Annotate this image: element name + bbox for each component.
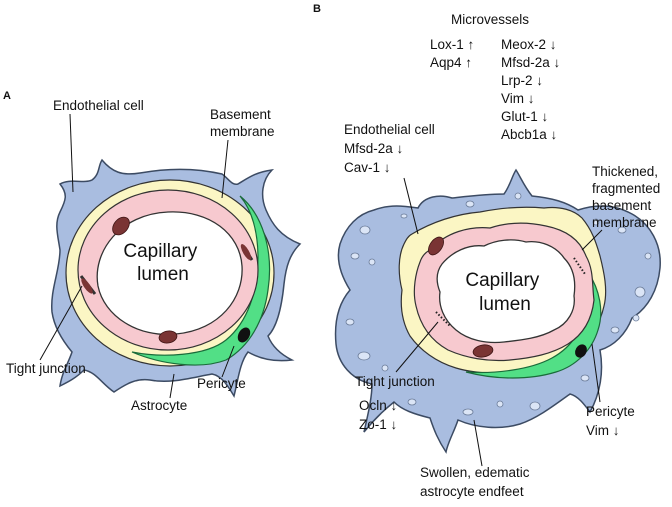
edema-spot: [644, 252, 652, 260]
panel-b-basement-membrane-pointer: [581, 229, 603, 251]
edema-spot: [529, 401, 541, 411]
edema-spot: [350, 252, 360, 260]
panel-a-pericyte: [131, 195, 271, 366]
edema-spot: [407, 398, 417, 406]
edema-spot: [381, 364, 389, 372]
panel-b-astrocyte-label: Swollen, edematic astrocyte endfeet: [420, 465, 533, 499]
panel-a-endothelial-cell-label: Endothelial cell: [53, 98, 144, 113]
panel-b-astrocyte-pointer: [473, 419, 483, 467]
panel-b-endothelial-nucleus: [428, 236, 444, 256]
edema-spot: [465, 200, 475, 208]
panel-b-endothelial-cell-label: Endothelial cell Mfsd-2a ↓ Cav-1 ↓: [344, 122, 439, 175]
edema-spot: [345, 318, 355, 326]
edema-spot: [610, 326, 620, 334]
edema-spot: [496, 400, 504, 408]
edema-spot: [580, 374, 590, 382]
panel-a-basement-membrane-pointer: [221, 139, 229, 199]
panel-a-endothelial-nucleus: [81, 278, 93, 294]
panel-b-tight-junction-pointer: [395, 321, 439, 373]
edema-spot: [359, 225, 371, 235]
panel-a-endothelial-cell-pointer: [69, 113, 74, 193]
panel-a-tight-junction-pointer: [39, 285, 83, 361]
panel-b-endothelial-cell-pointer: [403, 177, 419, 235]
panel-a-label: A: [3, 90, 11, 102]
panel-a-basement-membrane-label: Basement membrane: [210, 107, 275, 139]
panel-a-tight-junction-label: Tight junction: [6, 361, 86, 376]
panel-a: A Capillary lumen Endothelial cell Basem…: [3, 90, 302, 413]
panel-b-basement-membrane-label: Thickened, fragmented basement membrane: [592, 164, 664, 230]
panel-b-edema-spots: [345, 192, 652, 416]
panel-a-astrocyte-label: Astrocyte: [131, 398, 187, 413]
edema-spot: [632, 314, 640, 322]
panel-b-pericyte-pointer: [591, 343, 601, 403]
panel-b-microvessels-up-list: Lox-1 ↑ Aqp4 ↑: [430, 37, 478, 70]
panel-b-microvessels-down-list: Meox-2 ↓ Mfsd-2a ↓ Lrp-2 ↓ Vim ↓ Glut-1 …: [501, 37, 564, 142]
edema-spot: [368, 258, 376, 266]
edema-spot: [514, 192, 522, 200]
panel-a-endothelial-nucleus: [112, 216, 130, 236]
edema-spot: [617, 226, 627, 234]
panel-b-lumen-label: Capillary lumen: [465, 270, 544, 315]
panel-b-tight-junction-label: Tight junction Ocln ↓ Zo-1 ↓: [355, 374, 439, 432]
panel-a-lumen-label: Capillary lumen: [123, 241, 202, 285]
edema-spot: [400, 213, 408, 219]
panel-a-pericyte-label: Pericyte: [197, 376, 246, 391]
panel-b-endothelial-nucleus: [472, 344, 494, 358]
panel-a-pericyte-pointer: [221, 345, 235, 378]
edema-spot: [357, 351, 371, 361]
panel-b-pericyte-label: Pericyte Vim ↓: [586, 404, 639, 438]
edema-spot: [462, 408, 474, 416]
panel-a-endothelial-nucleus: [158, 330, 178, 344]
panel-b-microvessels-title: Microvessels: [451, 12, 529, 27]
panel-b-pericyte-nucleus: [575, 344, 587, 358]
panel-b: B: [313, 3, 664, 499]
panel-a-pericyte-nucleus: [237, 327, 251, 343]
panel-a-astrocyte-pointer: [169, 373, 175, 399]
edema-spot: [634, 286, 646, 298]
panel-b-label: B: [313, 3, 321, 15]
panel-b-lumen: [436, 239, 576, 344]
edema-spot: [592, 218, 600, 226]
panel-a-endothelial-nucleus: [240, 244, 252, 260]
